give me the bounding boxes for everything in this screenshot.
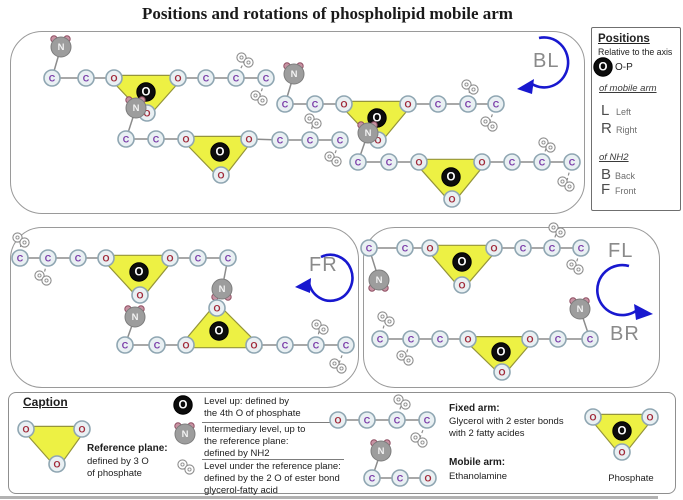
panel-front-right [10, 227, 359, 388]
caption-separator [202, 459, 344, 460]
caption-heading: Caption [23, 395, 68, 409]
legend-subtitle: Relative to the axis [598, 47, 673, 57]
level-under-line1: Level under the reference plane: [204, 461, 341, 472]
legend-word-front: Front [615, 186, 637, 196]
legend-key-left: L [601, 102, 610, 119]
positions-legend: Positions Relative to the axis O-P of mo… [591, 27, 681, 211]
rotation-label-fl: FL [608, 240, 634, 262]
level-under-line3: glycerol-fatty acid [204, 485, 278, 496]
level-under-line2: defined by the 2 O of ester bond [204, 473, 340, 484]
level-up-line2: the 4th O of phosphate [204, 408, 301, 419]
caption-separator [202, 422, 344, 423]
legend-key-right: R [601, 120, 612, 137]
level-mid-line1: Intermediary level, up to [204, 424, 306, 435]
phosphate-label: Phosphate [608, 473, 654, 484]
page-title: Positions and rotations of phospholipid … [142, 4, 513, 23]
legend-key-front: F [601, 181, 611, 198]
mobile-arm-title: Mobile arm: [449, 457, 506, 468]
rotation-label-bl: BL [533, 50, 560, 72]
panel-back-left [10, 31, 585, 214]
fixed-arm-title: Fixed arm: [449, 403, 500, 414]
legend-nh2-heading: of NH2 [599, 152, 629, 163]
legend-op-label: O-P [615, 62, 633, 73]
fixed-arm-line2: with 2 fatty acides [449, 428, 525, 439]
caption-panel: Caption Reference plane: defined by 3 O … [8, 392, 676, 496]
level-up-line1: Level up: defined by [204, 396, 290, 407]
legend-word-right: Right [616, 125, 638, 135]
rotation-label-br: BR [610, 323, 640, 345]
level-mid-line2: the reference plane: [204, 436, 289, 447]
reference-plane-line2: of phosphate [87, 468, 142, 479]
level-mid-line3: defined by NH2 [204, 448, 270, 459]
legend-mobile-arm-heading: of mobile arm [599, 83, 657, 94]
legend-title: Positions [598, 33, 650, 45]
legend-word-left: Left [616, 107, 632, 117]
rotation-label-fr: FR [309, 254, 338, 276]
reference-plane-line1: defined by 3 O [87, 456, 149, 467]
legend-word-back: Back [615, 171, 636, 181]
mobile-arm-line1: Ethanolamine [449, 471, 508, 482]
reference-plane-title: Reference plane: [87, 443, 168, 454]
window-bottom-edge [0, 496, 658, 499]
fixed-arm-line1: Glycerol with 2 ester bonds [449, 416, 564, 427]
legend-key-back: B [601, 166, 612, 183]
